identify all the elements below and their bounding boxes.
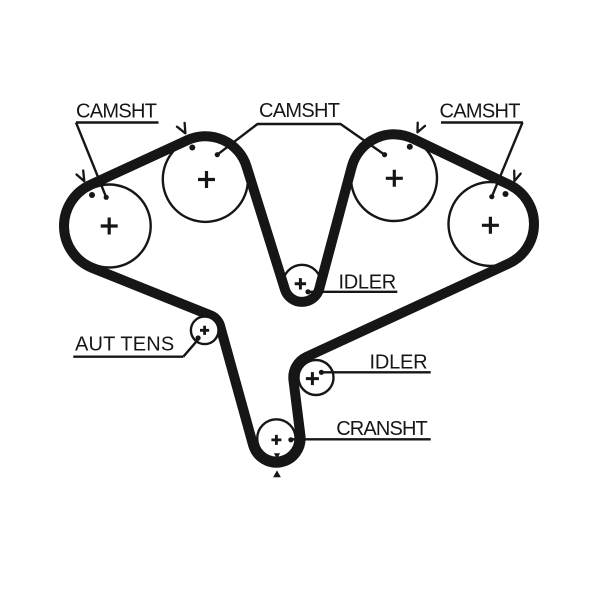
- svg-text:CAMSHT: CAMSHT: [259, 100, 340, 122]
- svg-text:CAMSHT: CAMSHT: [76, 101, 157, 123]
- svg-text:IDLER: IDLER: [370, 352, 428, 374]
- svg-text:AUT TENS: AUT TENS: [75, 333, 174, 355]
- svg-text:CRANSHT: CRANSHT: [336, 418, 427, 440]
- svg-text:CAMSHT: CAMSHT: [440, 101, 521, 123]
- svg-text:IDLER: IDLER: [339, 271, 396, 293]
